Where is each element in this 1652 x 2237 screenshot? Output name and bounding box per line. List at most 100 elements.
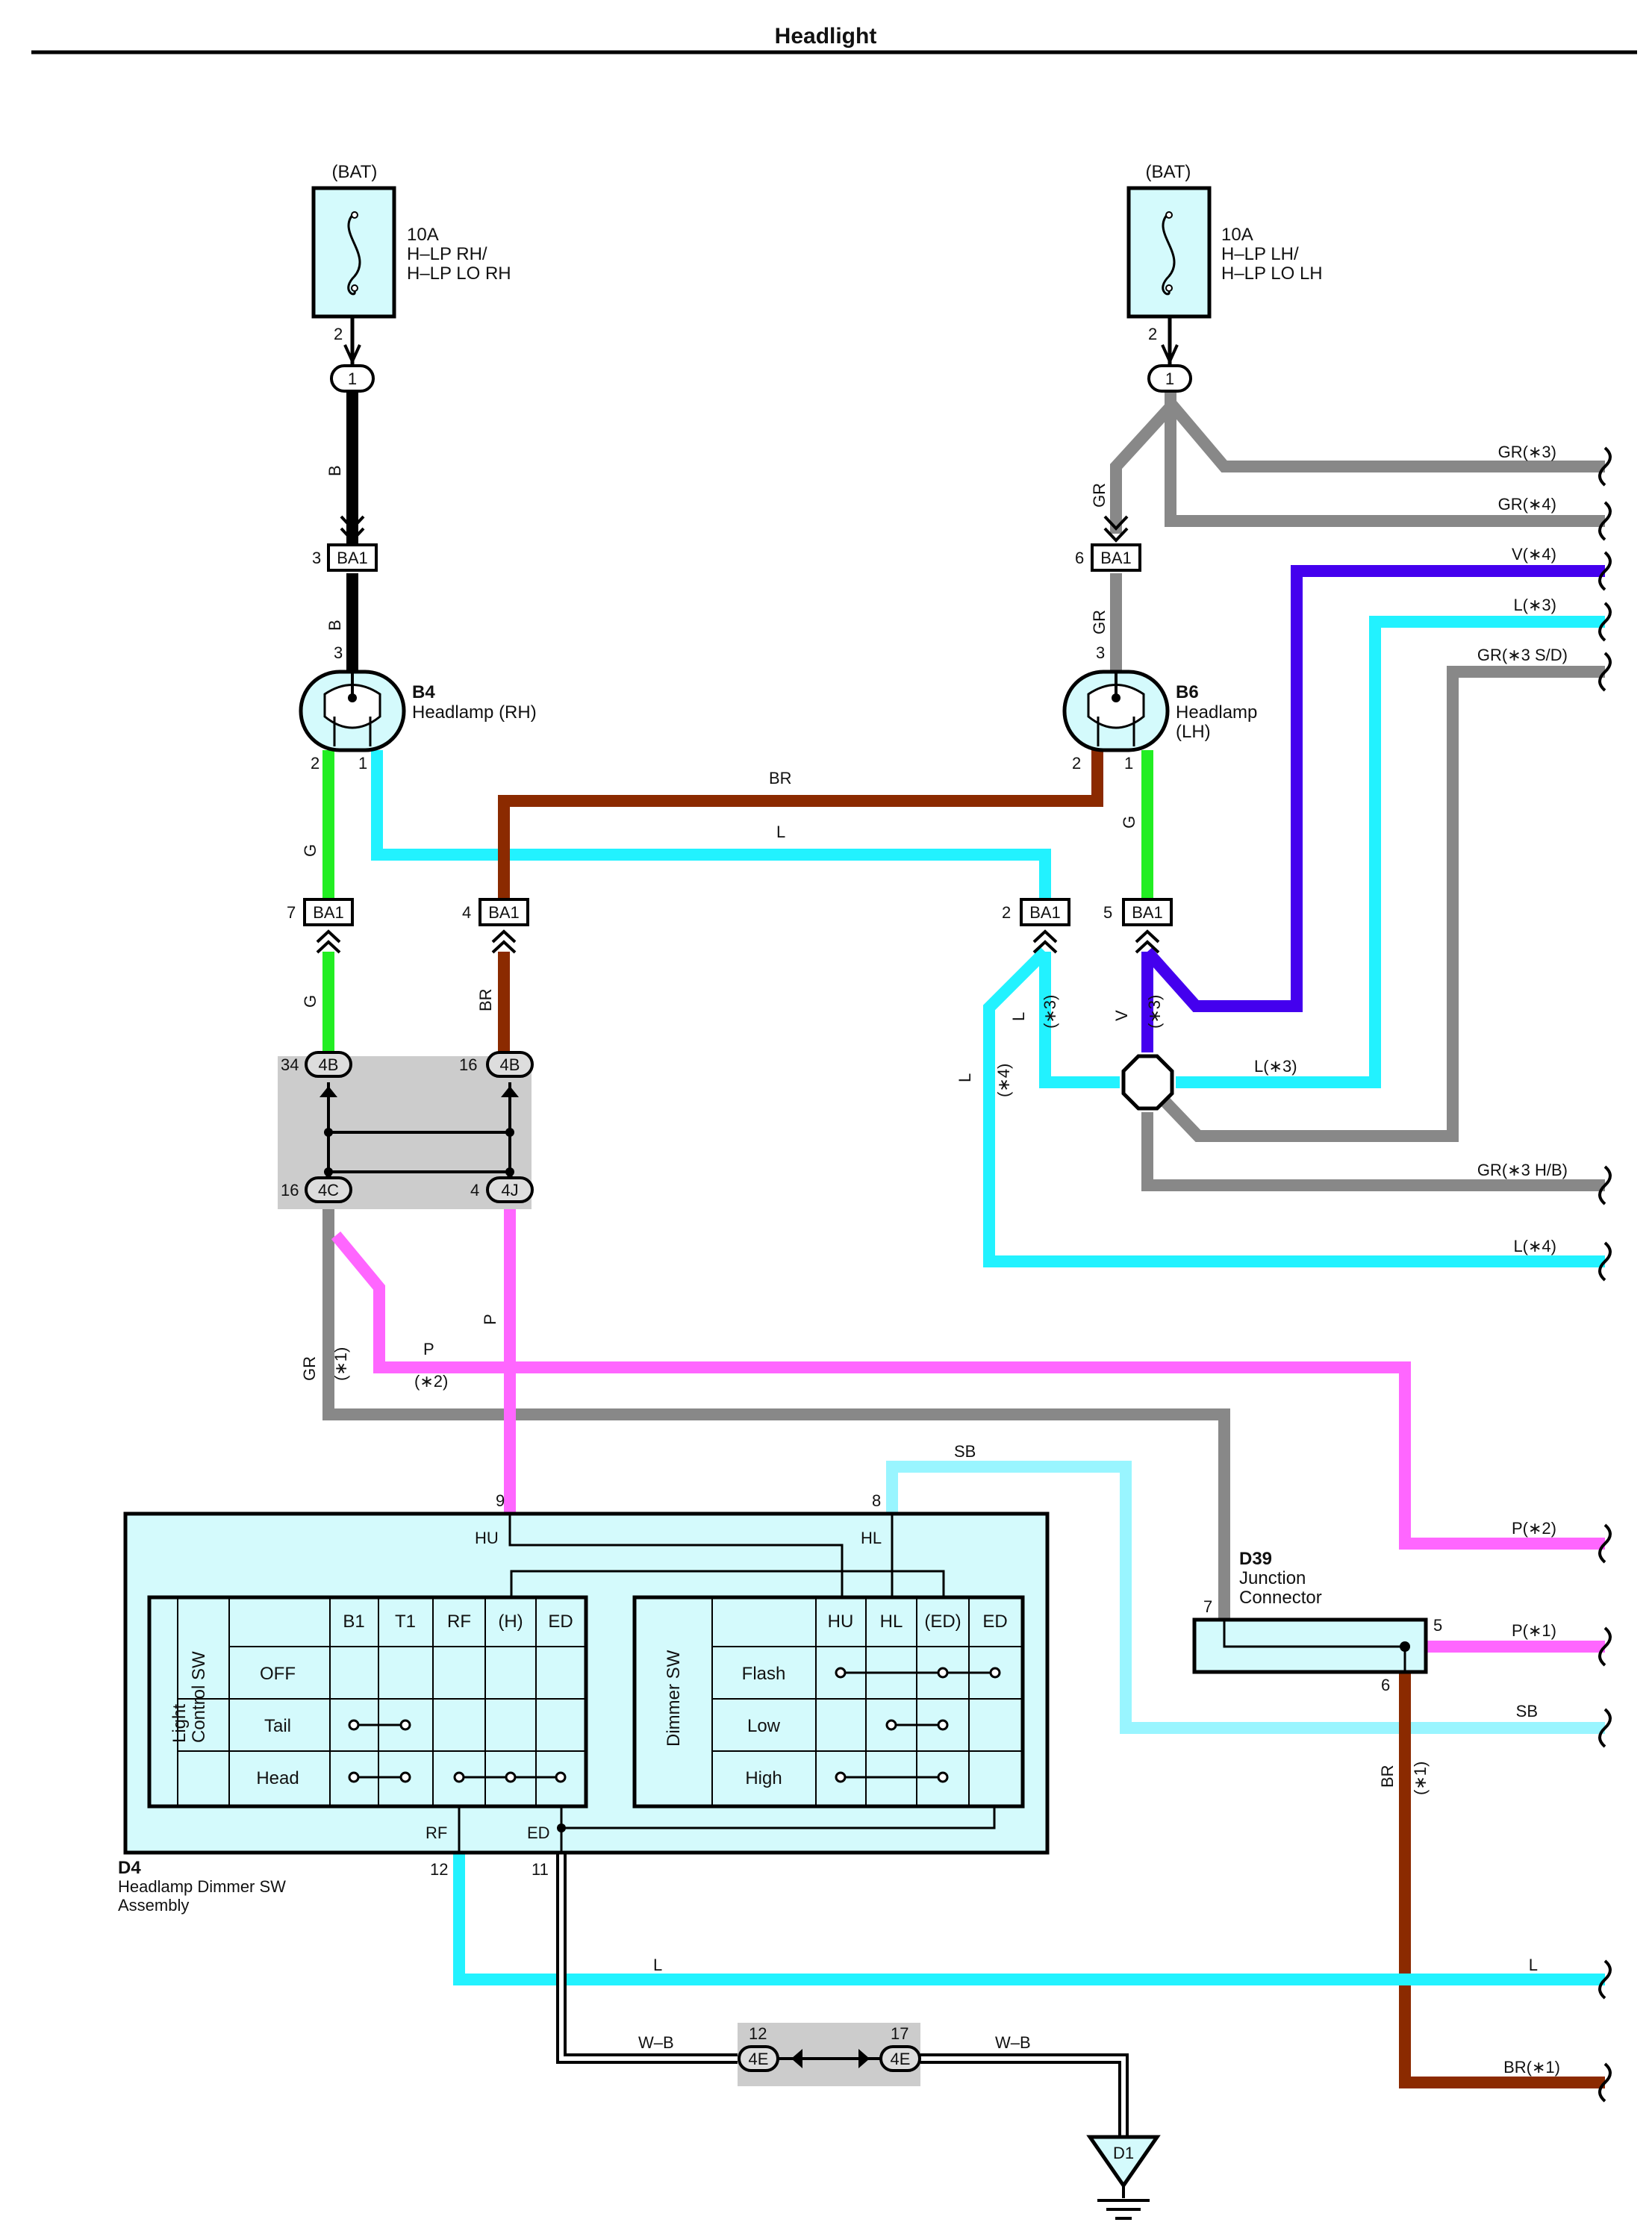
svg-text:B: B — [325, 620, 344, 631]
svg-text:(LH): (LH) — [1176, 722, 1211, 742]
connector-ba1-pin7: BA1 7 — [287, 898, 354, 954]
svg-text:RF: RF — [426, 1823, 447, 1842]
svg-text:4E: 4E — [891, 2050, 911, 2068]
svg-text:T1: T1 — [395, 1612, 416, 1632]
svg-text:2: 2 — [1072, 754, 1081, 773]
svg-text:Light: Light — [169, 1704, 190, 1743]
wire-l3-left — [1039, 952, 1120, 1088]
svg-text:9: 9 — [496, 1491, 505, 1510]
svg-text:BR: BR — [1378, 1765, 1397, 1788]
wire-l4 — [983, 947, 1605, 1267]
svg-text:6: 6 — [1381, 1676, 1390, 1694]
svg-text:L(∗3): L(∗3) — [1254, 1057, 1297, 1076]
svg-text:7: 7 — [1203, 1597, 1212, 1616]
svg-text:4: 4 — [470, 1181, 479, 1199]
svg-text:P: P — [423, 1340, 434, 1358]
svg-text:L: L — [776, 823, 785, 841]
svg-text:H–LP LH/: H–LP LH/ — [1221, 244, 1299, 264]
svg-text:Assembly: Assembly — [118, 1896, 189, 1915]
svg-text:HU: HU — [828, 1612, 854, 1632]
fuse-rh: (BAT) 10A H–LP RH/ H–LP LO RH 2 1 — [311, 162, 511, 393]
svg-text:GR: GR — [1090, 610, 1109, 634]
svg-text:H–LP LO LH: H–LP LO LH — [1221, 263, 1323, 284]
svg-text:34: 34 — [281, 1055, 299, 1074]
svg-text:(BAT): (BAT) — [1146, 162, 1191, 182]
svg-text:2: 2 — [334, 325, 343, 343]
svg-text:4B: 4B — [319, 1055, 339, 1074]
junction-block-4b-4c-4j: 4B 34 4B 16 4C 16 4J 4 — [278, 1051, 534, 1209]
svg-text:Flash: Flash — [742, 1664, 786, 1684]
wire-labels: B B GR GR G G G BR BR L L (∗3) L (∗4) V … — [300, 465, 1430, 2052]
svg-text:SB: SB — [954, 1442, 976, 1461]
svg-text:W–B: W–B — [995, 2033, 1031, 2052]
svg-text:1: 1 — [358, 754, 367, 773]
svg-text:P(∗1): P(∗1) — [1512, 1621, 1556, 1640]
svg-text:RF: RF — [447, 1612, 471, 1632]
svg-text:1: 1 — [1124, 754, 1133, 773]
svg-text:GR: GR — [300, 1356, 319, 1381]
svg-text:G: G — [301, 995, 320, 1008]
svg-text:B6: B6 — [1176, 682, 1199, 702]
svg-text:4C: 4C — [318, 1181, 339, 1199]
svg-text:L: L — [1529, 1956, 1538, 1974]
wires — [322, 392, 1605, 2137]
right-terminals: GR(∗3) GR(∗4) V(∗4) L(∗3) GR(∗3 S/D) L(∗… — [1254, 443, 1612, 2103]
svg-text:(∗1): (∗1) — [1411, 1762, 1430, 1795]
svg-text:GR(∗4): GR(∗4) — [1498, 495, 1556, 514]
svg-text:2: 2 — [1002, 903, 1011, 922]
svg-text:HL: HL — [861, 1529, 882, 1547]
svg-text:P(∗2): P(∗2) — [1512, 1519, 1556, 1538]
svg-text:10A: 10A — [407, 225, 439, 245]
wire-l-main — [371, 750, 1051, 907]
svg-text:4E: 4E — [749, 2050, 769, 2068]
svg-text:BR: BR — [769, 769, 792, 787]
svg-text:16: 16 — [281, 1181, 299, 1199]
wire-br1 — [1399, 1672, 1605, 2088]
svg-text:1: 1 — [348, 369, 357, 388]
svg-text:11: 11 — [532, 1860, 549, 1879]
svg-text:3: 3 — [334, 643, 343, 662]
wire-gr3 — [1165, 399, 1605, 472]
svg-text:W–B: W–B — [638, 2033, 674, 2052]
svg-text:HU: HU — [475, 1529, 499, 1547]
svg-text:10A: 10A — [1221, 225, 1253, 245]
splice-octagon — [1121, 1054, 1174, 1111]
svg-text:4: 4 — [462, 903, 471, 922]
svg-text:V: V — [1112, 1010, 1131, 1021]
svg-text:BA1: BA1 — [488, 903, 520, 922]
svg-text:2: 2 — [311, 754, 320, 773]
switch-assembly-d4: 9 8 HU HL RF ED 12 11 D4 Headlamp Dimmer… — [118, 1491, 1050, 1915]
wire-gr4 — [1165, 403, 1605, 527]
svg-text:H–LP RH/: H–LP RH/ — [407, 244, 487, 264]
fuse-lh: (BAT) 10A H–LP LH/ H–LP LO LH 2 1 — [1126, 162, 1323, 393]
svg-text:(ED): (ED) — [924, 1612, 961, 1632]
svg-text:4J: 4J — [501, 1181, 518, 1199]
svg-text:Head: Head — [256, 1768, 299, 1788]
svg-text:(∗1): (∗1) — [331, 1347, 350, 1381]
svg-text:ED: ED — [527, 1823, 550, 1842]
svg-text:BR: BR — [476, 988, 495, 1011]
junction-connector-d39: D39 Junction Connector 7 5 6 — [1192, 1549, 1442, 1694]
wire-l-bottom — [453, 1853, 1605, 1985]
svg-text:Headlamp (RH): Headlamp (RH) — [412, 702, 537, 723]
svg-text:B: B — [325, 465, 344, 476]
svg-text:H–LP LO RH: H–LP LO RH — [407, 263, 511, 284]
svg-text:B1: B1 — [343, 1612, 364, 1632]
svg-text:(H): (H) — [498, 1612, 523, 1632]
wire-gr-feed — [1110, 392, 1176, 534]
svg-text:4B: 4B — [500, 1055, 520, 1074]
wire-gr-to-d39 — [322, 1209, 1230, 1631]
wire-v4 — [1143, 565, 1605, 1012]
svg-text:1: 1 — [1165, 369, 1174, 388]
svg-text:G: G — [1120, 816, 1138, 829]
svg-text:BR(∗1): BR(∗1) — [1503, 2058, 1560, 2077]
svg-text:BA1: BA1 — [313, 903, 344, 922]
wire-sb — [886, 1461, 1605, 1734]
svg-text:(∗4): (∗4) — [994, 1064, 1013, 1097]
page-title: Headlight — [775, 24, 877, 49]
svg-text:3: 3 — [312, 549, 321, 567]
connector-ba1-pin4: BA1 4 — [462, 898, 529, 954]
wire-br-main — [498, 750, 1103, 907]
svg-text:2: 2 — [1148, 325, 1157, 343]
